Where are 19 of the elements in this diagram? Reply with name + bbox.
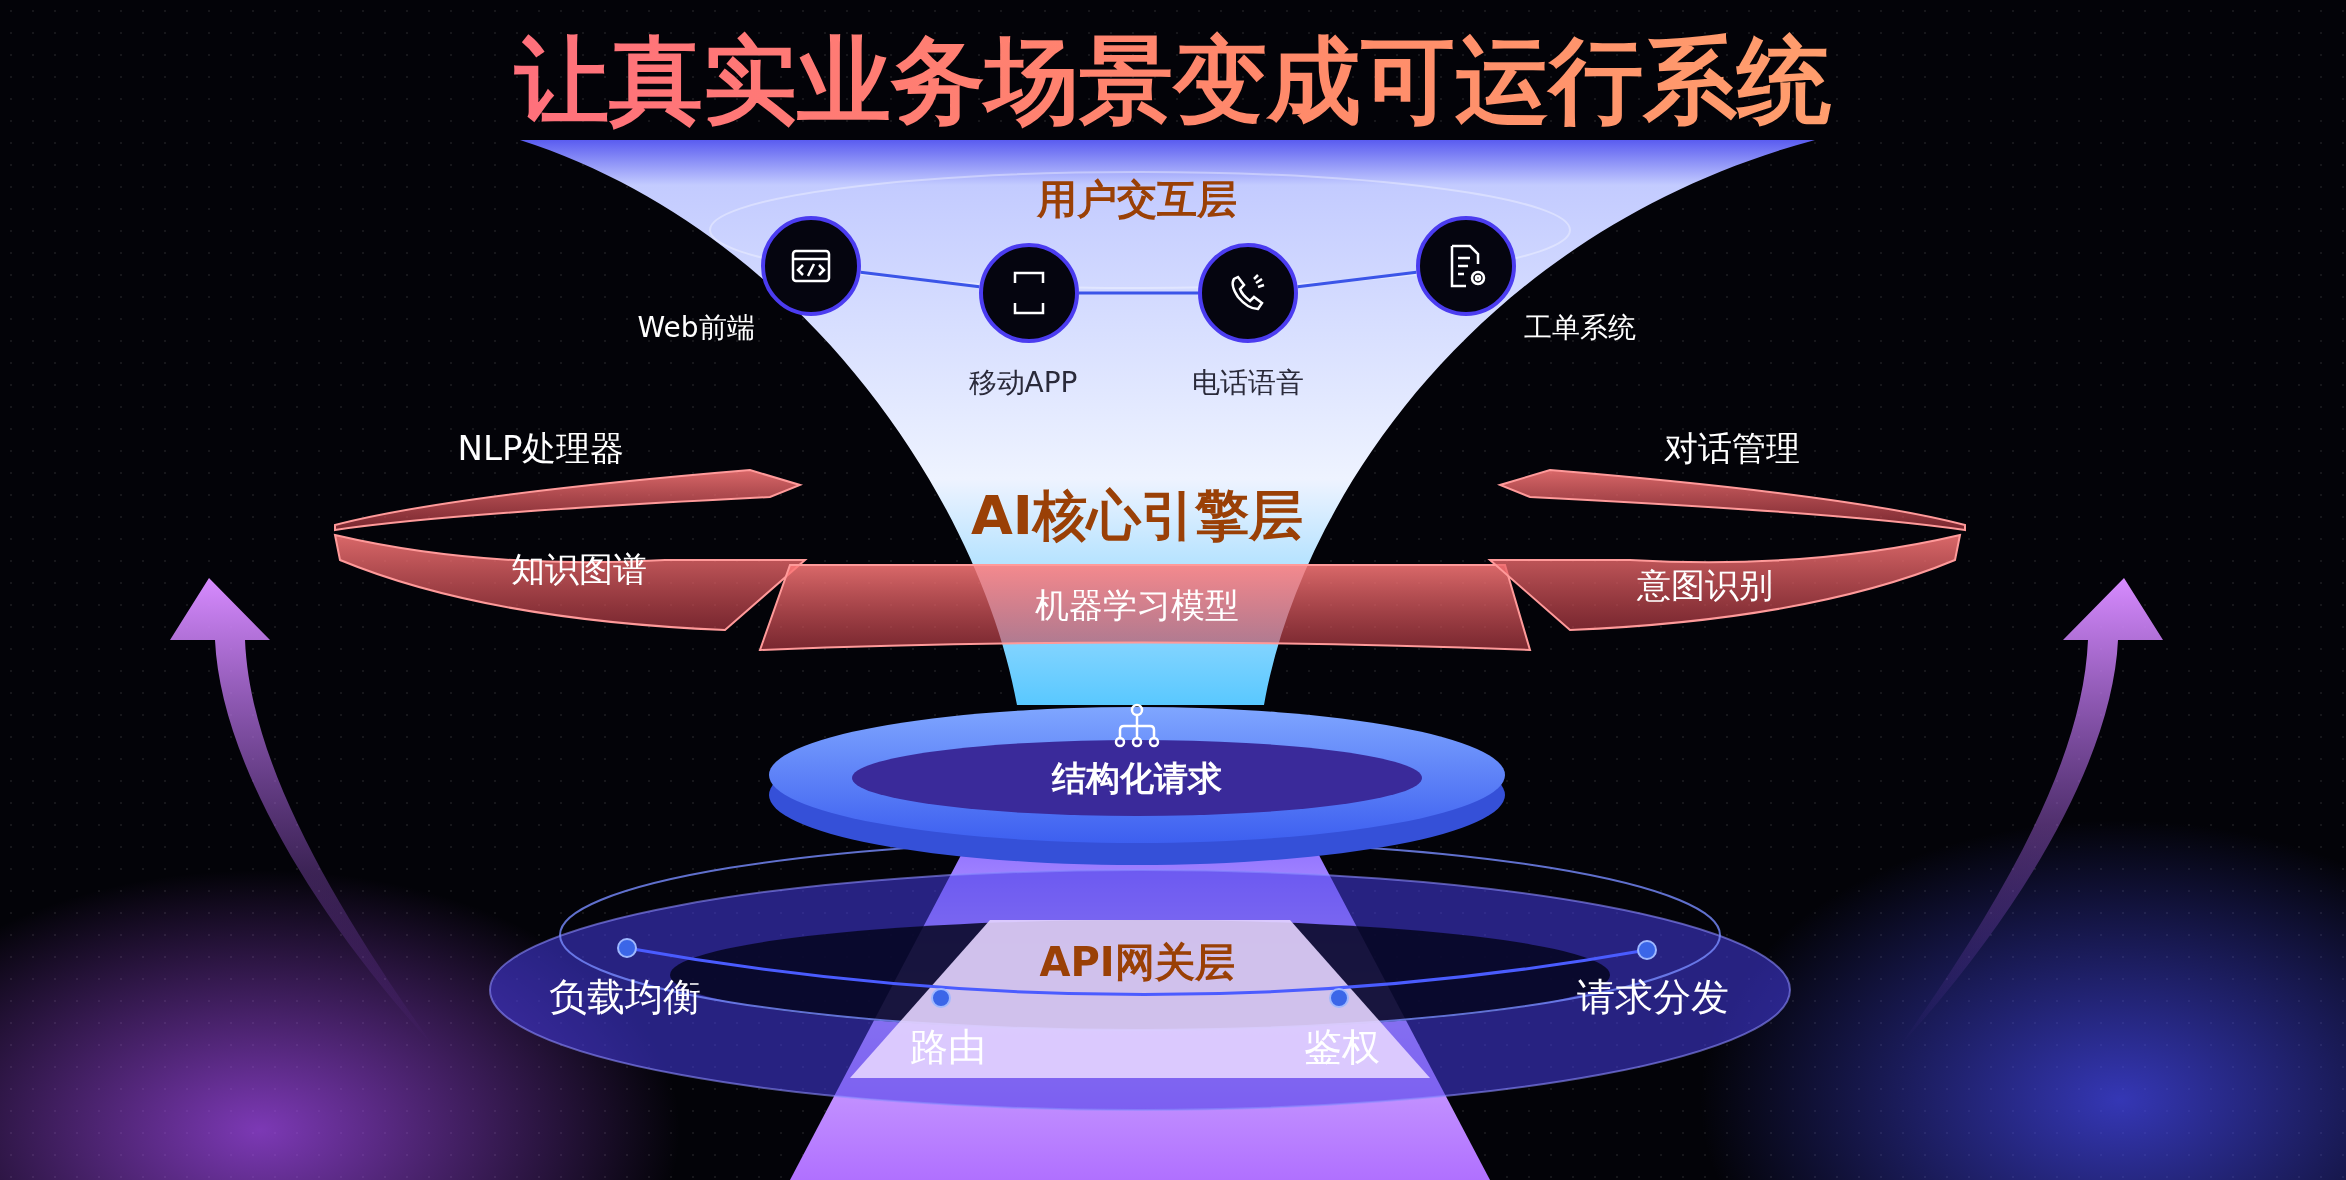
connector-line	[860, 270, 980, 289]
layer-title: API网关层	[1039, 937, 1235, 987]
layer-title: 用户交互层	[1037, 174, 1237, 224]
gateway-function-label: 负载均衡	[549, 973, 701, 1021]
segment-label: 对话管理	[1664, 427, 1800, 470]
segment-label: NLP处理器	[457, 427, 625, 470]
connector-line	[1079, 291, 1198, 295]
layer-title: AI核心引擎层	[971, 482, 1303, 549]
channel-label: 工单系统	[1524, 310, 1636, 346]
segment-label: 意图识别	[1637, 564, 1773, 607]
channel-label: Web前端	[637, 310, 755, 346]
channel-label: 电话语音	[1192, 365, 1304, 401]
segment-label: 知识图谱	[511, 548, 647, 591]
segment-label: 机器学习模型	[1035, 584, 1239, 627]
connector-line	[1297, 270, 1417, 289]
ring-label: 结构化请求	[1052, 757, 1222, 800]
title: 让真实业务场景变成可运行系统	[515, 25, 1831, 137]
gateway-function-label: 请求分发	[1577, 973, 1729, 1021]
channel-label: 移动APP	[968, 365, 1078, 401]
